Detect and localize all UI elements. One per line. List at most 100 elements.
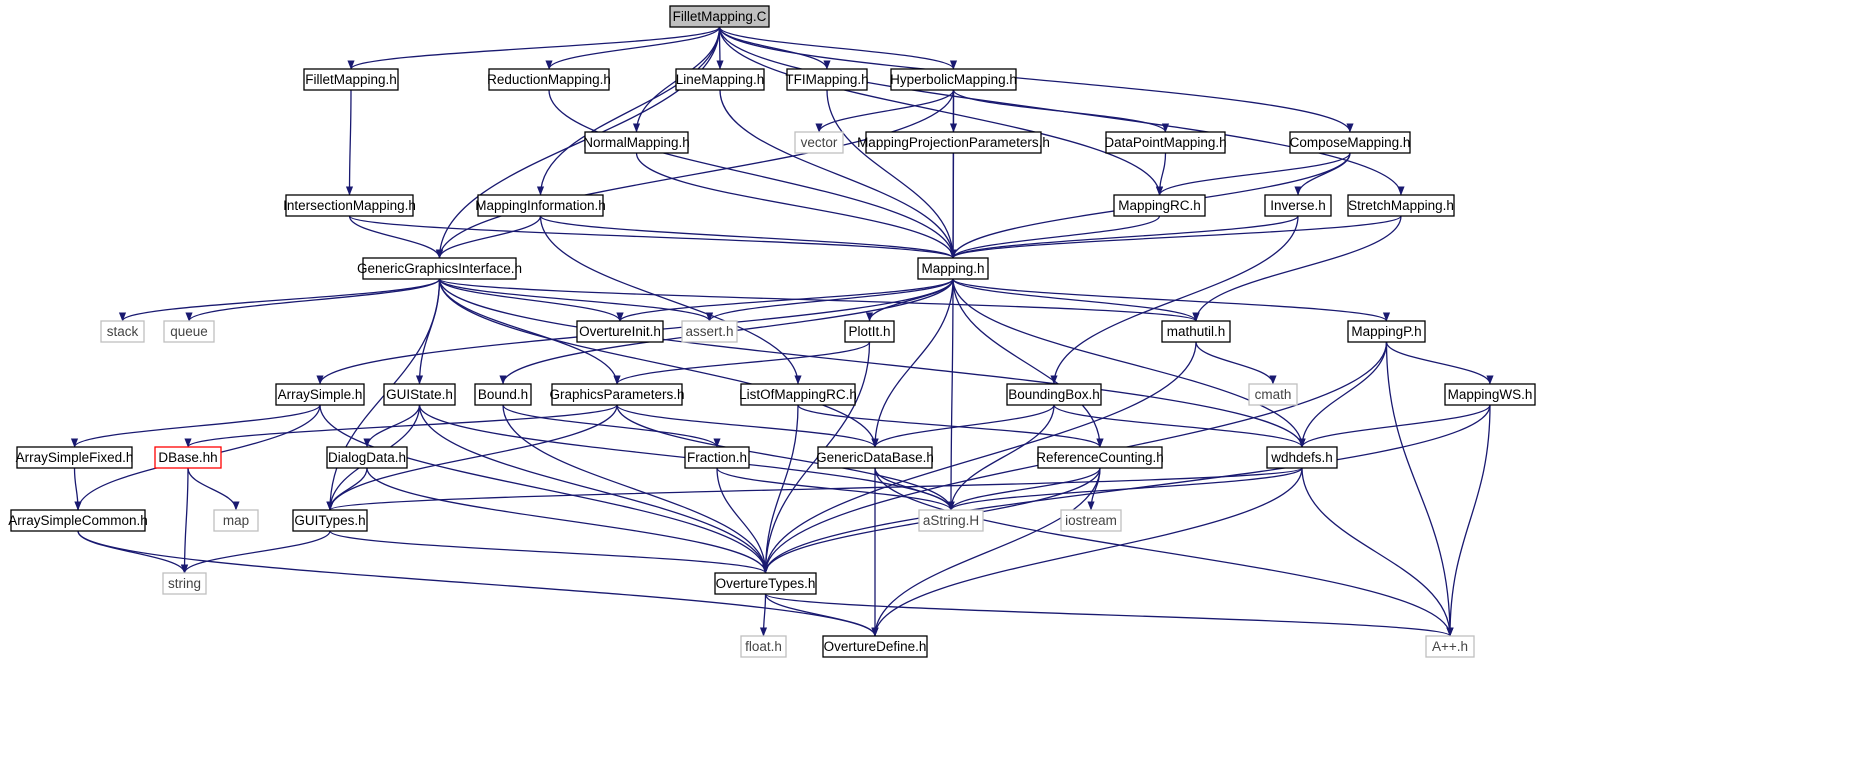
node-mappinginfo-h[interactable]: MappingInformation.h <box>475 194 606 217</box>
node-label: MappingP.h <box>1351 324 1421 339</box>
edge-arraysimplecommon_h-to-string <box>77 530 189 574</box>
edge-ggi_h-to-guistate_h <box>415 278 441 385</box>
node-map: map <box>213 509 259 532</box>
node-tfi-h[interactable]: TFIMapping.h <box>785 68 869 91</box>
node-box <box>740 635 787 658</box>
edge-guistate_h-to-overturetypes_h <box>418 404 770 574</box>
node-label: LineMapping.h <box>676 72 765 87</box>
node-fillet-h[interactable]: FilletMapping.h <box>303 68 399 91</box>
node-stretch-h[interactable]: StretchMapping.h <box>1347 194 1455 217</box>
node-label: GenericGraphicsInterface.h <box>357 261 522 276</box>
node-box <box>817 446 933 469</box>
node-iostream: iostream <box>1060 509 1122 532</box>
node-listofmappingrc-h[interactable]: ListOfMappingRC.h <box>739 383 857 406</box>
node-label: DBase.hh <box>158 450 217 465</box>
edge-mapping_h-to-mappingp_h <box>952 278 1390 322</box>
node-label: DataPointMapping.h <box>1104 135 1226 150</box>
edge-graphicsparams_h-to-guitypes_h <box>326 404 618 511</box>
node-label: float.h <box>745 639 782 654</box>
node-label: HyperbolicMapping.h <box>890 72 1017 87</box>
node-mpp-h[interactable]: MappingProjectionParameters.h <box>857 131 1050 154</box>
node-wdhdefs-h[interactable]: wdhdefs.h <box>1266 446 1338 469</box>
nodes-layer: FilletMapping.C FilletMapping.h ReductionM… <box>8 5 1536 658</box>
edge-line_h-to-mapping_h <box>719 89 957 259</box>
node-stack: stack <box>100 320 145 343</box>
node-label: NormalMapping.h <box>583 135 690 150</box>
node-fraction-h[interactable]: Fraction.h <box>684 446 750 469</box>
edge-refcounting_h-to-overturedefine_h <box>871 467 1101 637</box>
node-guitypes-h[interactable]: GUITypes.h <box>292 509 368 532</box>
node-box <box>383 383 456 406</box>
node-intersection-h[interactable]: IntersectionMapping.h <box>283 194 416 217</box>
node-inverse-h[interactable]: Inverse.h <box>1264 194 1332 217</box>
edge-plotit_h-to-graphicsparams_h <box>613 341 871 385</box>
edge-arraysimple_h-to-arraysimplefixed_h <box>71 404 321 448</box>
node-box <box>1264 194 1332 217</box>
edge-graphicsparams_h-to-genericdatabase_h <box>616 404 879 448</box>
node-label: Inverse.h <box>1270 198 1326 213</box>
edge-wdhdefs_h-to-aplusplus_h <box>1301 467 1454 637</box>
node-mapping-h[interactable]: Mapping.h <box>917 257 989 280</box>
node-bound-h[interactable]: Bound.h <box>474 383 532 406</box>
node-fillet-c[interactable]: FilletMapping.C <box>669 5 770 28</box>
node-mappingp-h[interactable]: MappingP.h <box>1347 320 1426 343</box>
edges-layer <box>71 26 1494 637</box>
node-label: ArraySimpleFixed.h <box>16 450 134 465</box>
node-label: OvertureTypes.h <box>716 576 816 591</box>
edge-mapping_h-to-mathutil_h <box>952 278 1200 322</box>
edge-fraction_h-to-overturetypes_h <box>716 467 770 574</box>
node-genericdatabase-h[interactable]: GenericDataBase.h <box>816 446 934 469</box>
node-boundingbox-h[interactable]: BoundingBox.h <box>1006 383 1102 406</box>
node-overturetypes-h[interactable]: OvertureTypes.h <box>714 572 817 595</box>
edge-mapping_h-to-genericdatabase_h <box>871 278 954 448</box>
node-box <box>865 131 1042 154</box>
node-box <box>917 257 989 280</box>
node-label: MappingRC.h <box>1118 198 1201 213</box>
node-label: wdhdefs.h <box>1270 450 1333 465</box>
node-ggi-h[interactable]: GenericGraphicsInterface.h <box>357 257 522 280</box>
edge-fillet_c-to-tfi_h <box>718 26 831 70</box>
edge-mapping_h-to-refcounting_h <box>952 278 1104 448</box>
node-normal-h[interactable]: NormalMapping.h <box>583 131 690 154</box>
node-guistate-h[interactable]: GUIState.h <box>383 383 456 406</box>
node-mathutil-h[interactable]: mathutil.h <box>1161 320 1231 343</box>
node-arraysimple-h[interactable]: ArraySimple.h <box>275 383 365 406</box>
node-mappingws-h[interactable]: MappingWS.h <box>1444 383 1536 406</box>
edge-mathutil_h-to-overturetypes_h <box>761 341 1197 574</box>
node-label: OvertureDefine.h <box>824 639 927 654</box>
node-dialogdata-h[interactable]: DialogData.h <box>326 446 408 469</box>
node-cmath: cmath <box>1248 383 1298 406</box>
edge-compose_h-to-mappingrc_h <box>1155 152 1351 196</box>
node-graphicsparams-h[interactable]: GraphicsParameters.h <box>549 383 685 406</box>
edge-mappinginfo_h-to-listofmappingrc_h <box>539 215 802 385</box>
edge-ggi_h-to-stack <box>119 278 441 322</box>
node-box <box>213 509 259 532</box>
node-queue: queue <box>163 320 215 343</box>
node-box <box>100 320 145 343</box>
node-mappingrc-h[interactable]: MappingRC.h <box>1113 194 1206 217</box>
node-overtureinit-h[interactable]: OvertureInit.h <box>576 320 664 343</box>
edge-listofmappingrc_h-to-overturetypes_h <box>761 404 799 574</box>
edge-mpp_h-to-mapping_h <box>949 152 957 259</box>
node-plotit-h[interactable]: PlotIt.h <box>844 320 895 343</box>
node-refcounting-h[interactable]: ReferenceCounting.h <box>1036 446 1164 469</box>
node-overturedefine-h[interactable]: OvertureDefine.h <box>822 635 928 658</box>
node-reduction-h[interactable]: ReductionMapping.h <box>487 68 611 91</box>
edge-guitypes_h-to-overturetypes_h <box>329 530 769 574</box>
node-label: MappingProjectionParameters.h <box>857 135 1050 150</box>
node-box <box>1289 131 1411 154</box>
node-box <box>10 509 146 532</box>
node-box <box>1113 194 1206 217</box>
node-arraysimplecommon-h[interactable]: ArraySimpleCommon.h <box>8 509 148 532</box>
node-arraysimplefixed-h[interactable]: ArraySimpleFixed.h <box>16 446 134 469</box>
node-compose-h[interactable]: ComposeMapping.h <box>1289 131 1411 154</box>
node-line-h[interactable]: LineMapping.h <box>675 68 765 91</box>
node-datapoint-h[interactable]: DataPointMapping.h <box>1104 131 1227 154</box>
node-box <box>16 446 133 469</box>
node-box <box>163 320 215 343</box>
node-box <box>477 194 604 217</box>
node-hyperbolic-h[interactable]: HyperbolicMapping.h <box>890 68 1017 91</box>
node-box <box>1248 383 1298 406</box>
edge-hyperbolic_h-to-vector <box>815 89 955 133</box>
node-box <box>684 446 750 469</box>
